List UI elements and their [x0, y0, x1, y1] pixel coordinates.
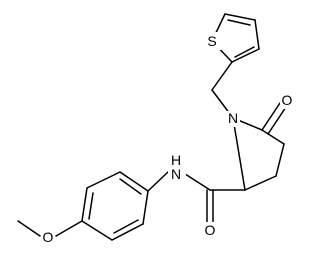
sulfur-label-bg: [203, 32, 221, 50]
bond-ar5-ar6-double: [113, 219, 139, 234]
amide-nh-label-bg: [168, 156, 186, 180]
bond-c2-c3: [231, 48, 260, 63]
bond-ar6-ar1: [142, 190, 149, 225]
lactam-oxygen-label-bg: [280, 93, 294, 109]
thiophene-ring: [211, 13, 260, 63]
bond-lactam-c-o-double: [267, 106, 287, 135]
bond-ar3-ar4-double: [88, 192, 94, 220]
bond-c4-c3: [275, 143, 285, 177]
sulfur-atom-label: S: [207, 33, 216, 49]
amide-oxygen-label-bg: [203, 222, 217, 238]
ring-nitrogen-label-bg: [226, 111, 240, 127]
bond-ar1-ar2-double: [119, 178, 142, 195]
bond-c2-c3-double: [234, 46, 255, 58]
bond-lactam-c-o: [261, 102, 281, 131]
bond-ar1-ar2: [119, 171, 149, 192]
bond-ar2-ar3: [86, 171, 121, 189]
bond-aryl-methoxy-o: [55, 220, 83, 237]
ring-nitrogen-atom-label: N: [228, 110, 238, 126]
bond-methoxy-o-ch3: [17, 220, 41, 237]
bond-ar5-ar6: [111, 223, 144, 241]
bond-ar3-ar4: [81, 187, 88, 222]
bond-ar4-ar5: [81, 220, 113, 241]
methoxy-oxygen-label-bg: [41, 229, 55, 245]
benzene-ring: [81, 171, 149, 241]
amide-h-atom-label: H: [171, 152, 181, 168]
lactam-oxygen-atom-label: O: [282, 92, 293, 108]
bond-c3-c2: [244, 175, 277, 191]
bond-amide-c-nh: [181, 171, 211, 191]
amide-oxygen-atom-label: O: [205, 222, 216, 238]
bond-c5-c4: [261, 129, 285, 145]
methoxy-oxygen-atom-label: O: [43, 229, 54, 245]
amide-nitrogen-atom-label: N: [171, 166, 181, 182]
bond-c3-c4: [254, 19, 260, 50]
bond-nh-aryl: [147, 171, 169, 192]
bond-c2-n: [232, 117, 246, 191]
bond-c4-c5-double: [227, 19, 251, 26]
bond-thiophene-ch2: [211, 61, 233, 91]
pyrrolidinone-ring: [232, 117, 285, 191]
bond-c4-c5: [224, 13, 256, 21]
